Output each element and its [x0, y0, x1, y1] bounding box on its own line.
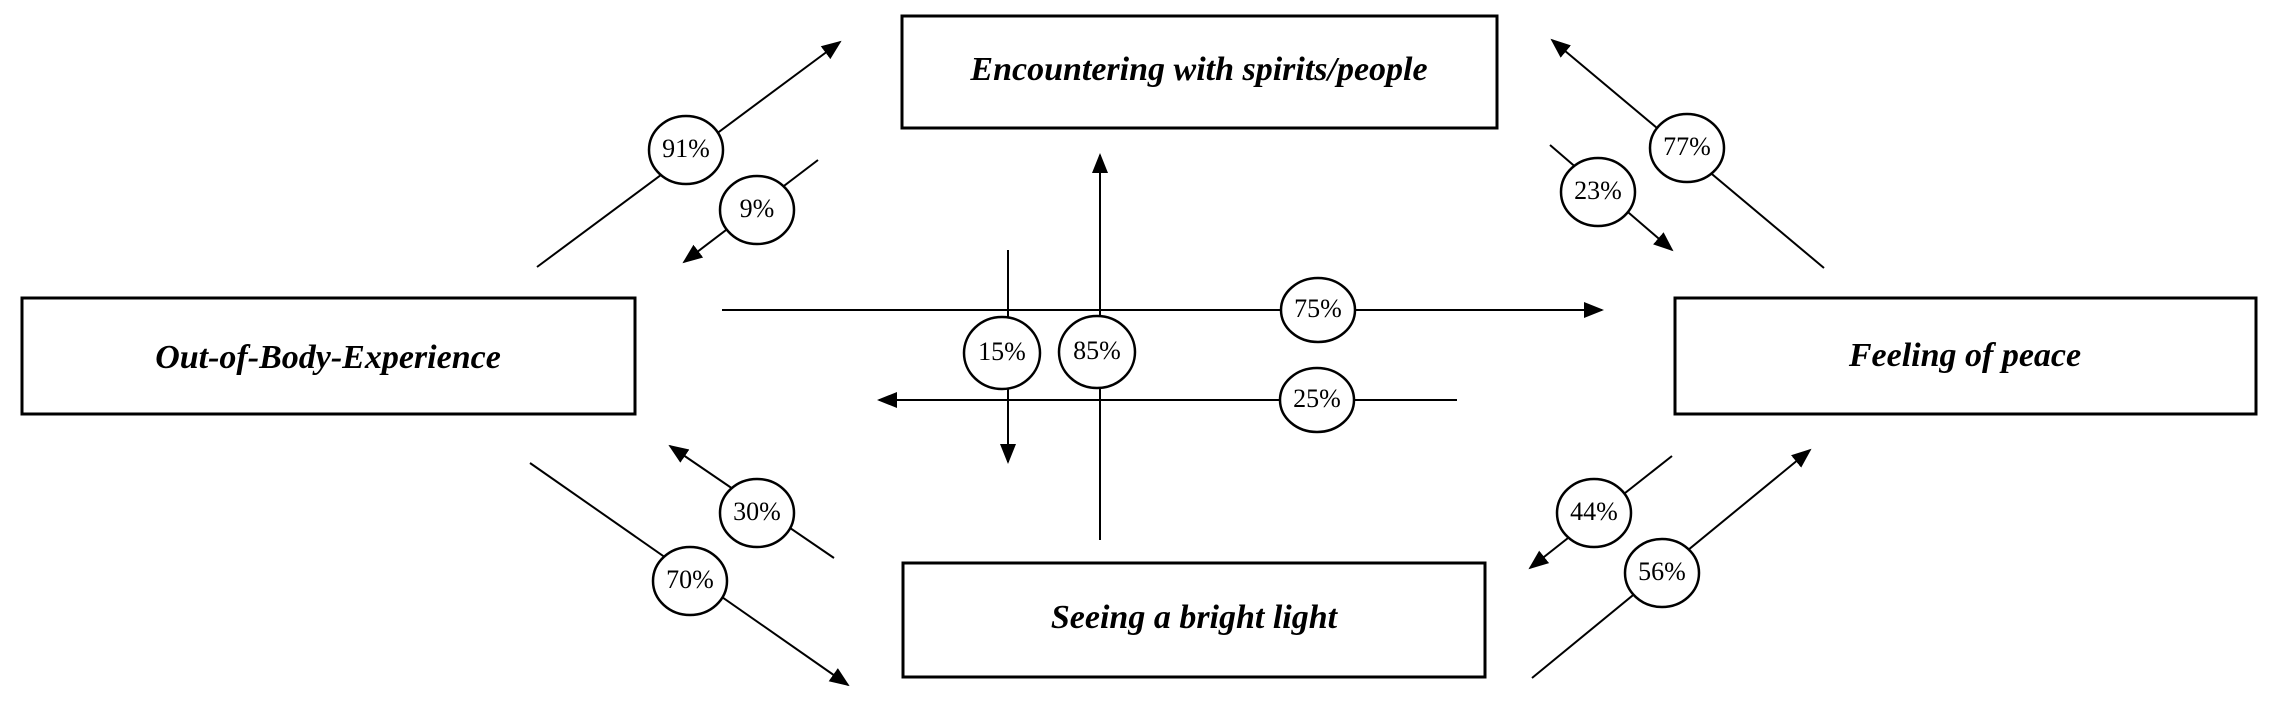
node-label-spirits: Encountering with spirits/people	[969, 51, 1427, 88]
node-label-obe: Out-of-Body-Experience	[155, 339, 501, 376]
node-out-of-body-experience: Out-of-Body-Experience	[20, 296, 637, 416]
pct-text: 9%	[740, 194, 775, 223]
pct-text: 25%	[1293, 384, 1341, 413]
pct-text: 15%	[978, 337, 1026, 366]
node-feeling-of-peace: Feeling of peace	[1673, 296, 2258, 416]
pct-text: 56%	[1638, 557, 1686, 586]
node-label-light: Seeing a bright light	[1051, 599, 1339, 636]
pct-label-spirits-to-obe: 9%	[718, 174, 796, 246]
pct-label-light-to-peace: 56%	[1623, 537, 1701, 609]
pct-label-light-to-spirits: 85%	[1057, 314, 1137, 390]
pct-label-obe-to-peace: 75%	[1279, 276, 1357, 344]
pct-text: 23%	[1574, 176, 1622, 205]
pct-text: 85%	[1073, 336, 1121, 365]
node-encountering-with-spirits: Encountering with spirits/people	[900, 14, 1499, 130]
pct-text: 91%	[662, 134, 710, 163]
node-label-peace: Feeling of peace	[1848, 337, 2081, 374]
pct-label-peace-to-light: 44%	[1555, 477, 1633, 549]
pct-text: 70%	[666, 565, 714, 594]
pct-label-spirits-to-peace: 23%	[1559, 156, 1637, 228]
pct-text: 77%	[1663, 132, 1711, 161]
pct-label-obe-to-spirits: 91%	[647, 114, 725, 186]
pct-label-peace-to-obe: 25%	[1278, 366, 1356, 434]
pct-label-peace-to-spirits: 77%	[1648, 112, 1726, 184]
pct-text: 30%	[733, 497, 781, 526]
pct-text: 75%	[1294, 294, 1342, 323]
pct-text: 44%	[1570, 497, 1618, 526]
pct-label-light-to-obe: 30%	[718, 477, 796, 549]
pct-label-obe-to-light: 70%	[651, 545, 729, 617]
pct-label-spirits-to-light: 15%	[962, 315, 1042, 391]
node-seeing-a-bright-light: Seeing a bright light	[901, 561, 1487, 679]
